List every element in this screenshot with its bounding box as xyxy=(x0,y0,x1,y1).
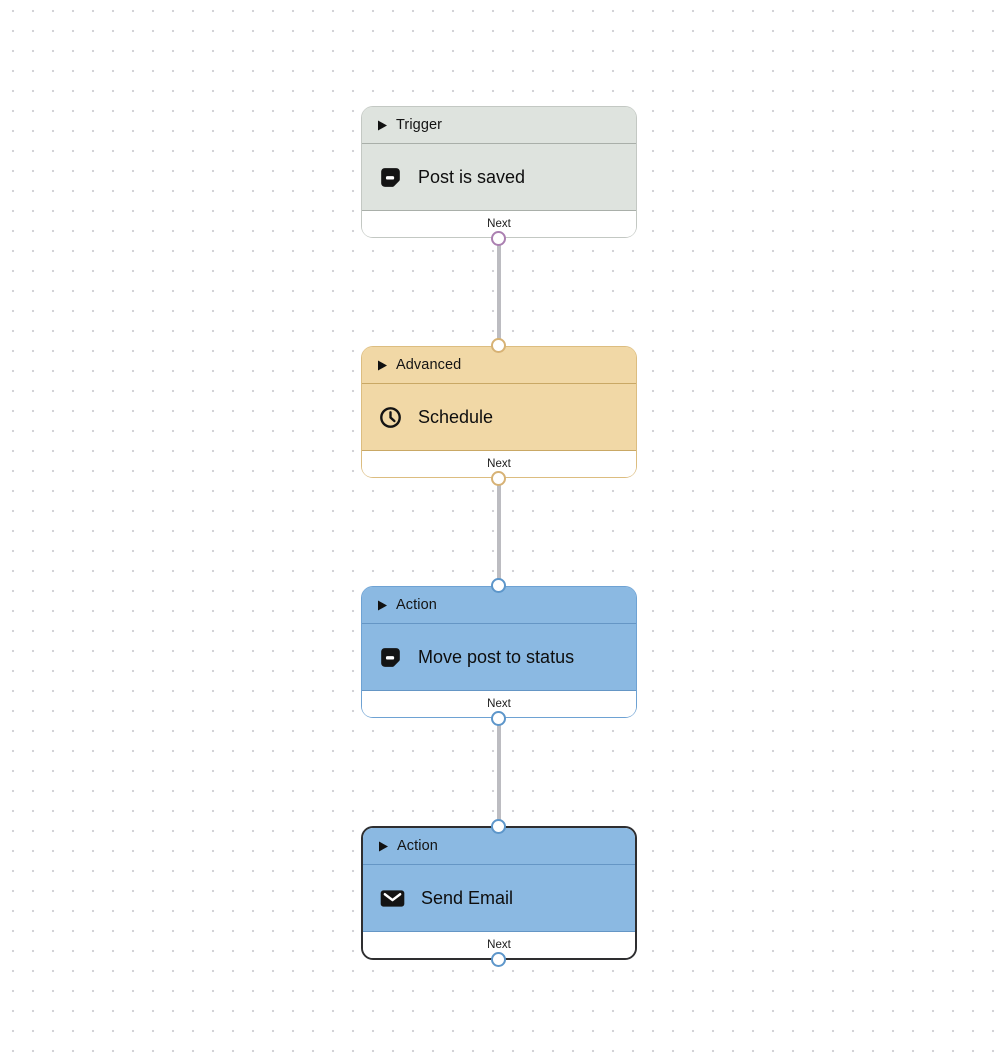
expand-caret-icon[interactable] xyxy=(378,600,387,611)
next-label: Next xyxy=(487,218,511,230)
connector-advanced-to-action1 xyxy=(497,476,501,586)
node-title: Post is saved xyxy=(418,166,526,187)
envelope-icon xyxy=(379,886,406,911)
input-port[interactable] xyxy=(491,338,506,353)
node-title: Schedule xyxy=(418,406,494,427)
node-advanced-schedule[interactable]: Advanced Schedule Next xyxy=(361,338,637,486)
node-category-label: Advanced xyxy=(396,357,462,373)
node-title: Send Email xyxy=(421,887,514,908)
input-port[interactable] xyxy=(491,578,506,593)
node-header[interactable]: Trigger xyxy=(362,107,636,144)
node-body[interactable]: Move post to status xyxy=(362,624,636,690)
expand-caret-icon[interactable] xyxy=(378,120,387,131)
expand-caret-icon[interactable] xyxy=(379,841,388,852)
node-category-label: Trigger xyxy=(396,117,443,133)
note-icon xyxy=(378,165,403,190)
node-category-label: Action xyxy=(396,597,437,613)
output-port[interactable] xyxy=(491,231,506,246)
node-category-label: Action xyxy=(397,838,438,854)
output-port[interactable] xyxy=(491,471,506,486)
node-body[interactable]: Post is saved xyxy=(362,144,636,210)
note-icon xyxy=(378,645,403,670)
output-port[interactable] xyxy=(491,952,506,967)
clock-icon xyxy=(378,405,403,430)
input-port[interactable] xyxy=(491,819,506,834)
node-action-send-email[interactable]: Action Send Email Next xyxy=(361,819,637,967)
node-body[interactable]: Send Email xyxy=(363,865,635,931)
output-port[interactable] xyxy=(491,711,506,726)
expand-caret-icon[interactable] xyxy=(378,360,387,371)
node-title: Move post to status xyxy=(418,646,575,667)
node-trigger-post-is-saved[interactable]: Trigger Post is saved Next xyxy=(361,106,637,246)
node-header[interactable]: Action xyxy=(362,587,636,624)
node-header[interactable]: Action xyxy=(363,828,635,865)
node-body[interactable]: Schedule xyxy=(362,384,636,450)
next-label: Next xyxy=(487,939,511,951)
connector-action1-to-action2 xyxy=(497,716,501,826)
next-label: Next xyxy=(487,458,511,470)
connector-trigger-to-advanced xyxy=(497,236,501,346)
node-action-move-post-to-status[interactable]: Action Move post to status Next xyxy=(361,578,637,726)
node-header[interactable]: Advanced xyxy=(362,347,636,384)
next-label: Next xyxy=(487,698,511,710)
